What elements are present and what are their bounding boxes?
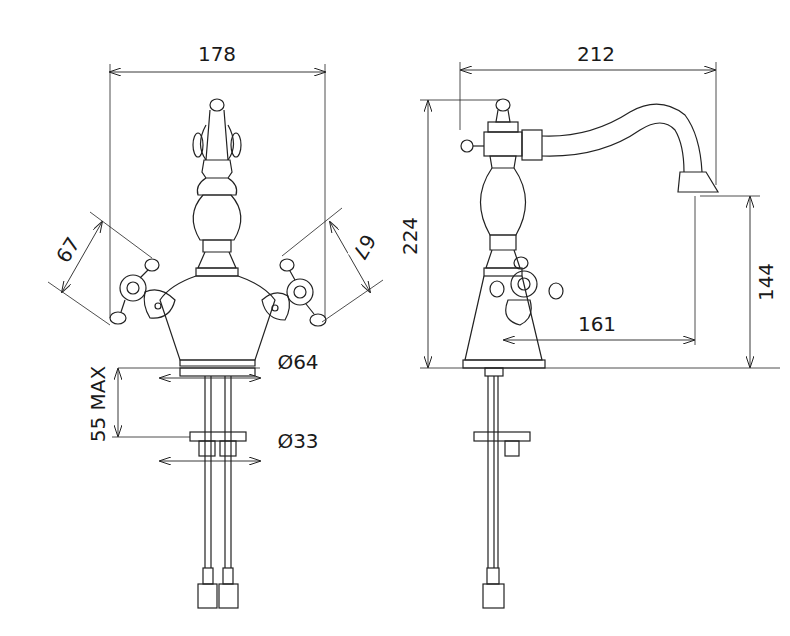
front-view (48, 64, 383, 608)
dimension-label: 178 (196, 43, 238, 65)
dimension-label: 161 (576, 313, 618, 335)
dimension-label: 212 (575, 43, 617, 65)
dimension-label: 55 MAX (87, 364, 109, 444)
side-handle (490, 257, 563, 325)
dimension-label: 224 (399, 215, 421, 257)
dimension-label: Ø64 (275, 351, 320, 373)
left-handle (110, 259, 175, 324)
dimension-label: Ø33 (275, 430, 320, 452)
dimension-label: 67 (347, 229, 381, 266)
dimension-label: 144 (755, 261, 777, 303)
dimension-label: 67 (51, 232, 85, 269)
side-view (420, 62, 780, 608)
right-handle (262, 259, 326, 326)
